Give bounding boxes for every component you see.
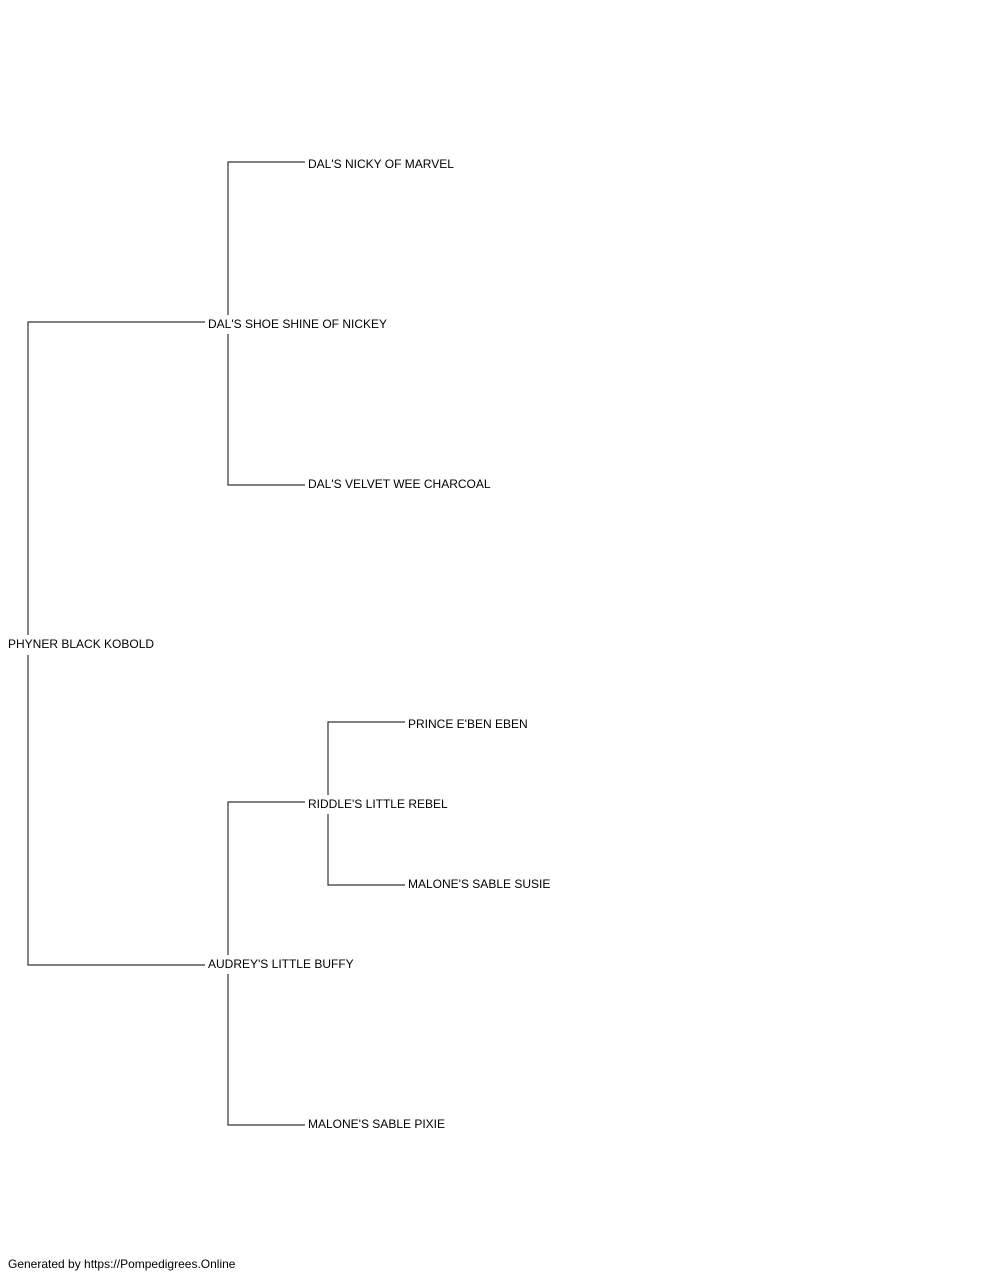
pedigree-maternal-grandsire: RIDDLE'S LITTLE REBEL (308, 797, 450, 811)
pedigree-maternal-granddam: MALONE'S SABLE PIXIE (308, 1117, 448, 1131)
connector-sire-to-granddam (227, 334, 305, 486)
pedigree-sire: DAL'S SHOE SHINE OF NICKEY (208, 317, 389, 331)
connector-rebel-to-dam (327, 814, 405, 886)
connector-dam-to-granddam (227, 974, 305, 1126)
pedigree-dam: AUDREY'S LITTLE BUFFY (208, 957, 356, 971)
pedigree-maternal-great-grandsire: PRINCE E'BEN EBEN (408, 717, 530, 731)
connector-subject-to-dam (27, 655, 205, 966)
pedigree-paternal-granddam: DAL'S VELVET WEE CHARCOAL (308, 477, 493, 491)
pedigree-subject: PHYNER BLACK KOBOLD (8, 637, 157, 651)
pedigree-maternal-great-granddam: MALONE'S SABLE SUSIE (408, 877, 553, 891)
pedigree-paternal-grandsire: DAL'S NICKY OF MARVEL (308, 157, 456, 171)
generated-by-footer: Generated by https://Pompedigrees.Online (8, 1257, 236, 1271)
connector-sire-to-grandsire (227, 161, 305, 315)
connector-subject-to-sire (27, 321, 205, 635)
connector-dam-to-grandsire (227, 801, 305, 955)
connector-rebel-to-sire (327, 721, 405, 795)
